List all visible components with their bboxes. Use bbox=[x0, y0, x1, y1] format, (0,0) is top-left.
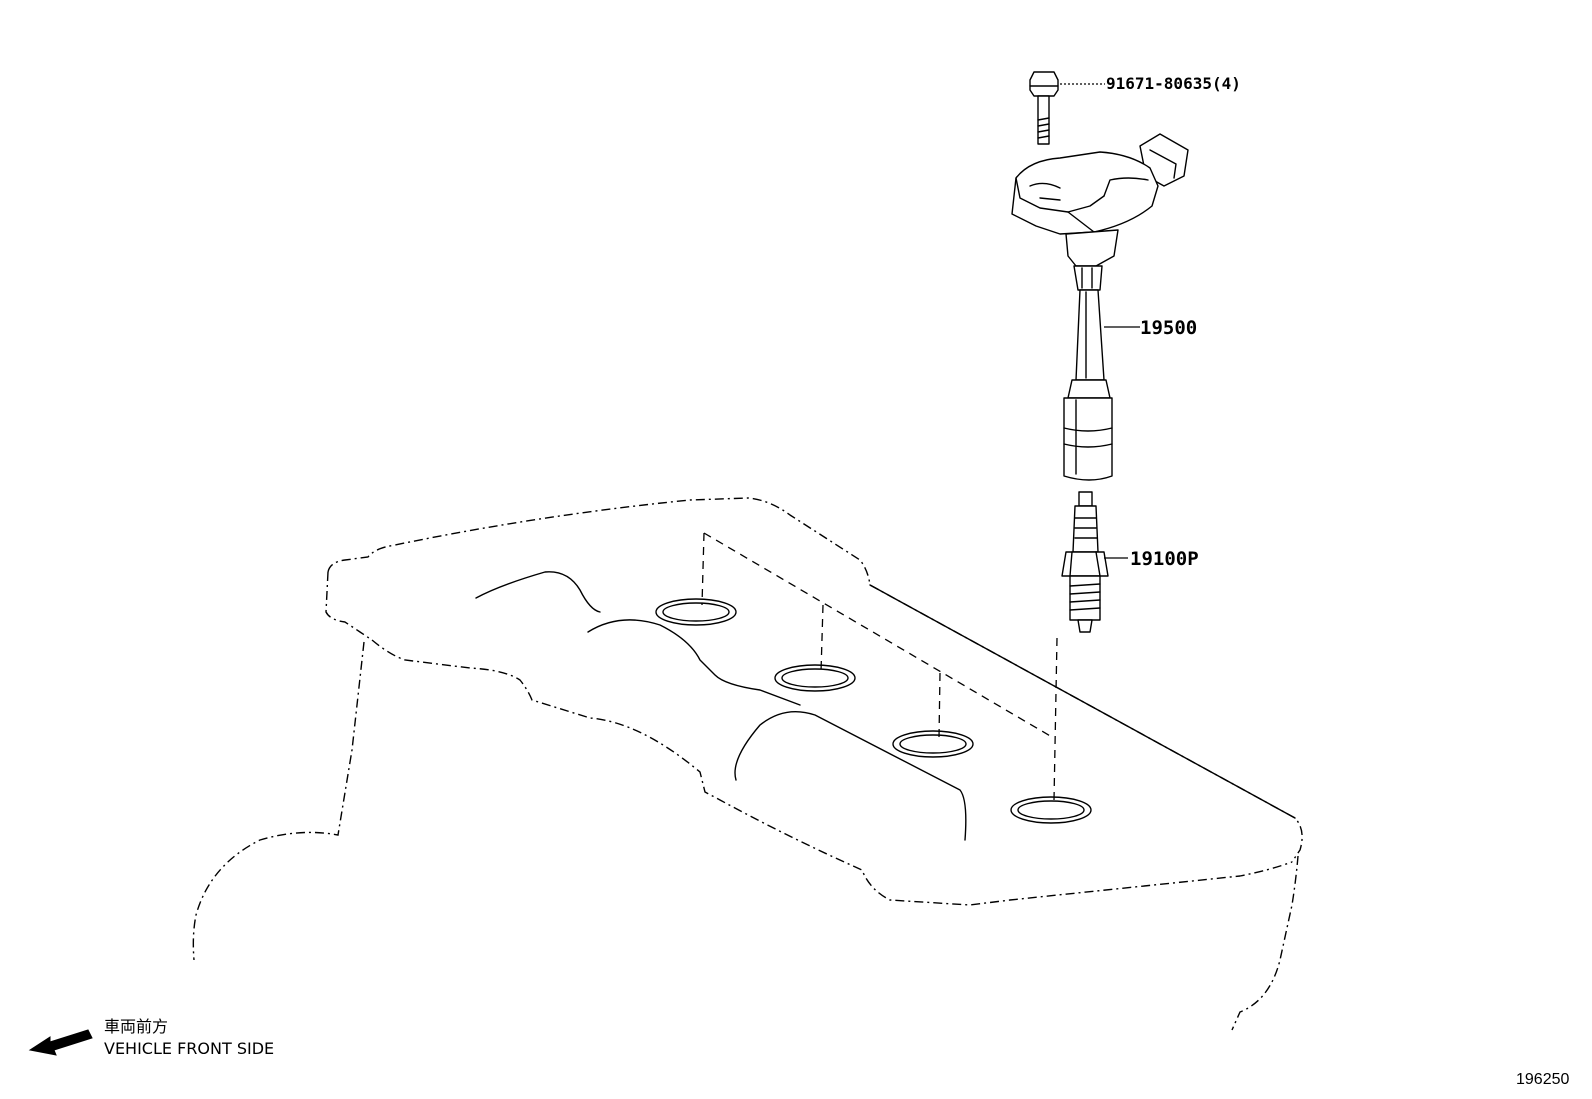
bolt-part-label: 91671-80635(4) bbox=[1106, 74, 1241, 93]
vehicle-front-indicator: 車両前方 VEHICLE FRONT SIDE bbox=[28, 1017, 274, 1058]
ignition-coil-part-label: 19500 bbox=[1140, 317, 1197, 339]
front-label-english: VEHICLE FRONT SIDE bbox=[104, 1039, 274, 1058]
front-label-japanese: 車両前方 bbox=[104, 1017, 168, 1036]
front-arrow-icon bbox=[28, 1029, 93, 1056]
plug-hole-4 bbox=[1010, 796, 1092, 824]
plug-hole-3 bbox=[892, 730, 974, 758]
ignition-coil bbox=[1011, 133, 1189, 481]
plug-hole-2 bbox=[774, 664, 856, 692]
spark-plug-part-label: 19100P bbox=[1130, 548, 1199, 570]
spark-plug bbox=[1061, 491, 1109, 633]
cylinder-head-cover bbox=[192, 497, 1303, 1031]
plug-hole-1 bbox=[655, 598, 737, 626]
figure-number: 196250 bbox=[1516, 1071, 1569, 1088]
installation-centerlines bbox=[701, 532, 1058, 801]
bolt bbox=[1029, 71, 1059, 145]
